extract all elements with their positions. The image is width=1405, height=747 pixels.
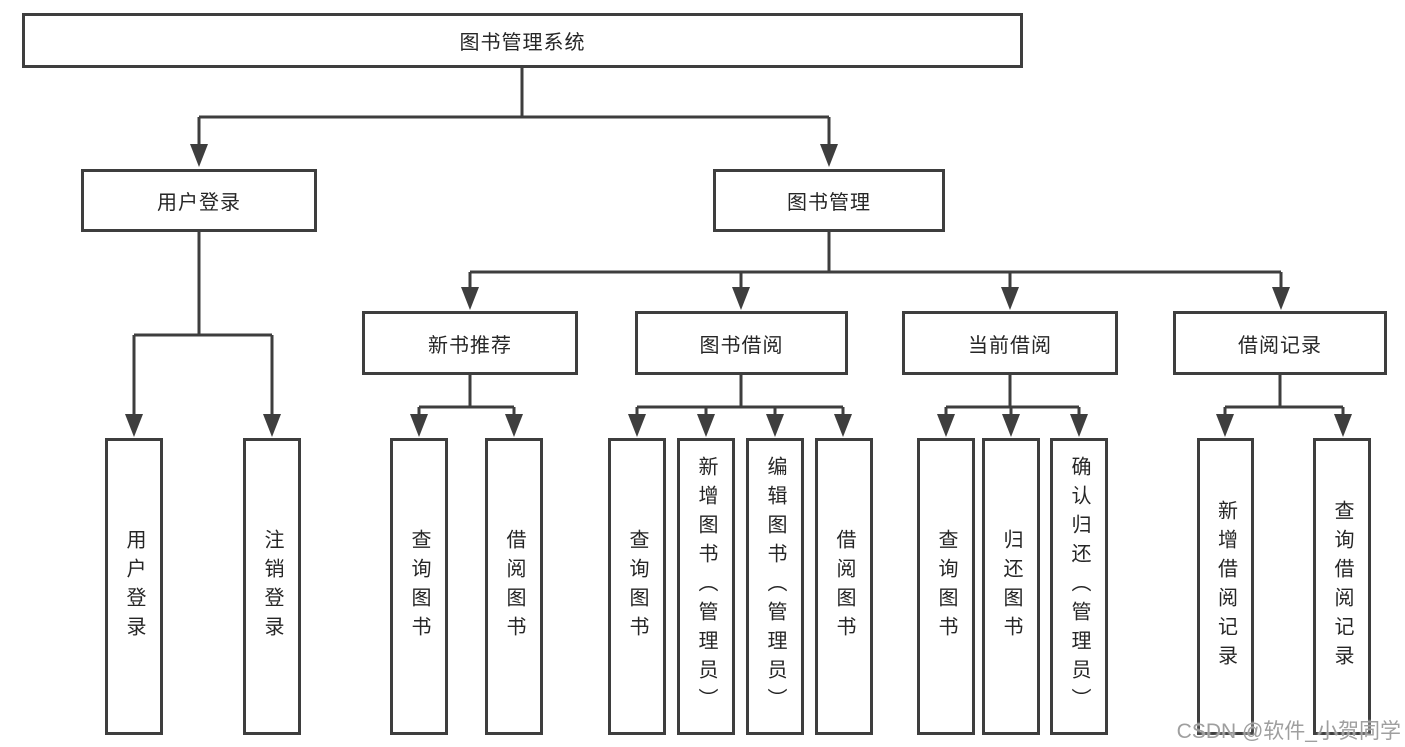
leaf-edit-books-admin: 编辑图书（管理员） (746, 438, 804, 735)
node-new-book-recommend: 新书推荐 (362, 311, 578, 375)
node-borrowing-records: 借阅记录 (1173, 311, 1387, 375)
leaf-label: 查询图书 (935, 528, 957, 645)
leaf-confirm-return-admin: 确认归还（管理员） (1050, 438, 1108, 735)
leaf-label: 注销登录 (261, 528, 283, 645)
leaf-label: 编辑图书（管理员） (764, 456, 786, 717)
leaf-borrowing-query-books: 查询图书 (608, 438, 666, 735)
leaf-borrow-books: 借阅图书 (815, 438, 873, 735)
leaf-label: 借阅图书 (833, 528, 855, 645)
connector-book-mgmt-to-level2 (468, 232, 1283, 292)
node-label: 借阅记录 (1238, 334, 1322, 357)
leaf-label: 新增图书（管理员） (695, 456, 717, 717)
leaf-user-login: 用户登录 (105, 438, 163, 735)
connector-current-borrow-to-leaves (944, 375, 1081, 418)
leaf-query-borrow-record: 查询借阅记录 (1313, 438, 1371, 735)
leaf-logout: 注销登录 (243, 438, 301, 735)
leaf-label: 归还图书 (1000, 528, 1022, 645)
leaf-recommend-borrow-books: 借阅图书 (485, 438, 543, 735)
leaf-label: 借阅图书 (503, 528, 525, 645)
leaf-label: 查询图书 (408, 528, 430, 645)
connector-user-login-to-leaves (132, 232, 274, 418)
leaf-label: 新增借阅记录 (1214, 499, 1237, 674)
node-label: 当前借阅 (968, 334, 1052, 357)
leaf-label: 查询借阅记录 (1331, 499, 1353, 674)
node-current-borrowing: 当前借阅 (902, 311, 1118, 375)
arrowheads (125, 144, 1352, 437)
connector-new-book-to-leaves (417, 375, 516, 418)
leaf-add-borrow-record: 新增借阅记录 (1197, 438, 1254, 735)
node-book-management: 图书管理 (713, 169, 945, 232)
leaf-return-books: 归还图书 (982, 438, 1040, 735)
connector-borrow-records-to-leaves (1223, 375, 1345, 418)
connector-root-to-level1 (197, 68, 831, 150)
leaf-current-query-books: 查询图书 (917, 438, 975, 735)
node-label: 图书借阅 (699, 334, 784, 357)
node-label: 新书推荐 (428, 334, 512, 357)
node-user-login: 用户登录 (81, 169, 317, 232)
node-label: 用户登录 (157, 192, 241, 214)
node-label: 图书管理 (787, 192, 871, 214)
leaf-label: 查询图书 (626, 528, 648, 645)
node-library-system: 图书管理系统 (22, 13, 1023, 68)
node-book-borrowing: 图书借阅 (635, 311, 848, 375)
leaf-label: 确认归还（管理员） (1068, 456, 1090, 717)
csdn-watermark: CSDN @软件_小贺同学 (1176, 720, 1401, 743)
leaf-label: 用户登录 (123, 528, 145, 645)
leaf-add-books-admin: 新增图书（管理员） (677, 438, 735, 735)
leaf-recommend-query-books: 查询图书 (390, 438, 448, 735)
node-label: 图书管理系统 (459, 32, 586, 54)
connector-book-borrow-to-leaves (635, 375, 845, 418)
